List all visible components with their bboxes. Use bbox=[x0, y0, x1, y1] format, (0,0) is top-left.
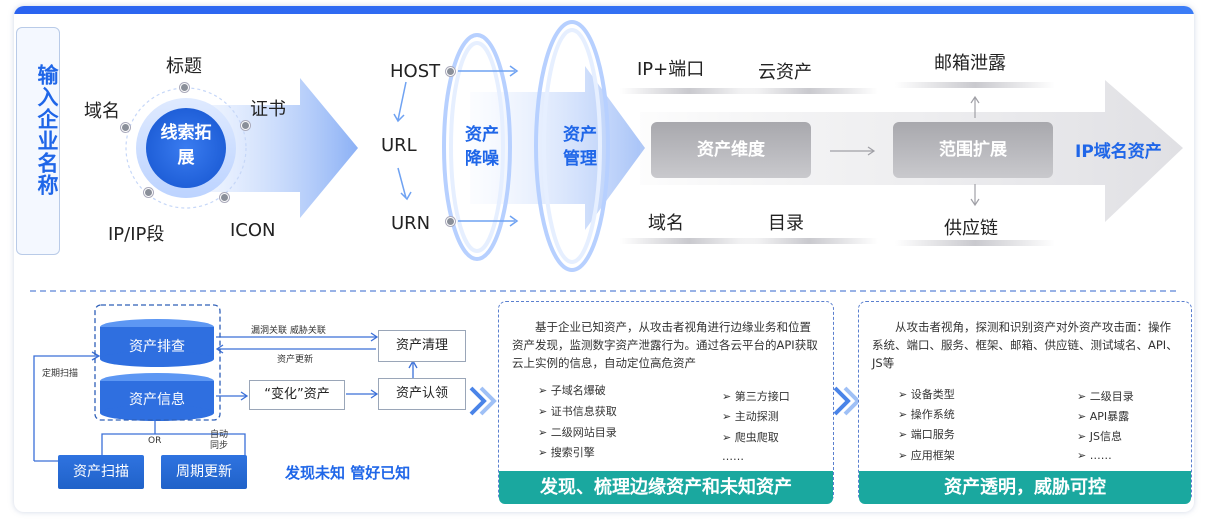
flow-periodic-button: 周期更新 bbox=[161, 455, 247, 489]
noise-host: HOST bbox=[390, 61, 441, 82]
flow-timed-scan: 定期扫描 bbox=[42, 369, 79, 379]
extend-mail: 邮箱泄露 bbox=[934, 53, 1006, 74]
tier-bar bbox=[740, 238, 878, 244]
flow-auto-sync: 自动同步 bbox=[210, 430, 229, 451]
result-label: IP域名资产 bbox=[1075, 142, 1162, 162]
panel-discover-banner: 发现、梳理边缘资产和未知资产 bbox=[499, 471, 833, 504]
panel-transparent-item: ➢ 二级目录 bbox=[1077, 390, 1134, 403]
panel-discover-item: ➢ 子域名爆破 bbox=[538, 384, 606, 397]
dimension-domain: 域名 bbox=[648, 213, 684, 234]
panel-discover-desc: 基于企业已知资产，从攻击者视角进行边缘业务和位置资产发现，监测数字资产泄露行为。… bbox=[512, 320, 818, 370]
flow-scan-button: 资产扫描 bbox=[58, 455, 144, 489]
clue-title: 标题 bbox=[166, 56, 202, 77]
extend-box: 范围扩展 bbox=[893, 122, 1053, 178]
panel-transparent bbox=[858, 301, 1192, 503]
panel-discover-item: …… bbox=[722, 450, 744, 463]
panel-transparent-item: ➢ …… bbox=[1077, 449, 1112, 462]
clue-node-dot bbox=[220, 193, 229, 202]
cylinder-info bbox=[100, 373, 214, 421]
tier-bar bbox=[740, 88, 878, 94]
clue-center-label: 线索拓展 bbox=[160, 123, 212, 168]
manage-ring-inner bbox=[542, 28, 602, 264]
clue-domain: 域名 bbox=[84, 101, 120, 122]
panel-discover-item: ➢ 爬虫爬取 bbox=[722, 431, 779, 444]
flow-vuln-threat: 漏洞关联 威胁关联 bbox=[251, 326, 326, 336]
flow-claim-box: 资产认领 bbox=[378, 378, 466, 410]
noise-ring-inner bbox=[449, 41, 505, 253]
noise-url: URL bbox=[381, 135, 417, 156]
panel-discover-item: ➢ 主动探测 bbox=[722, 410, 779, 423]
noise-node-dot bbox=[446, 67, 455, 76]
clue-ip: IP/IP段 bbox=[108, 224, 165, 245]
clue-cert: 证书 bbox=[250, 99, 286, 120]
noise-node-dot bbox=[446, 217, 455, 226]
panel-discover-item: ➢ 证书信息获取 bbox=[538, 405, 617, 418]
cylinder-check bbox=[100, 319, 214, 367]
dimension-box: 资产维度 bbox=[651, 122, 811, 178]
clue-node-dot bbox=[144, 188, 153, 197]
noise-urn: URN bbox=[391, 213, 431, 234]
noise-ring-outer bbox=[442, 33, 512, 261]
input-company-label: 输入企业名称 bbox=[35, 64, 59, 196]
dimension-cloud: 云资产 bbox=[758, 62, 812, 83]
clue-core bbox=[146, 108, 226, 188]
tier-bar bbox=[620, 88, 758, 94]
manage-label: 资产管理 bbox=[563, 125, 597, 169]
clue-node-dot bbox=[121, 123, 130, 132]
clue-icon: ICON bbox=[230, 220, 276, 241]
flow-or: OR bbox=[148, 436, 162, 446]
flow-change-box: “变化”资产 bbox=[249, 380, 345, 410]
tier-bar bbox=[895, 240, 1055, 246]
flow-clean-box: 资产清理 bbox=[378, 330, 466, 362]
manage-ring-outer bbox=[534, 20, 610, 272]
noise-label: 资产降噪 bbox=[465, 125, 499, 169]
tier-bar bbox=[895, 82, 1055, 88]
panel-transparent-item: ➢ 应用框架 bbox=[898, 449, 955, 462]
panel-discover bbox=[498, 301, 834, 503]
panel-transparent-item: ➢ 操作系统 bbox=[898, 408, 955, 421]
panel-transparent-banner: 资产透明，威胁可控 bbox=[859, 471, 1191, 504]
arrow-manage bbox=[470, 66, 645, 230]
top-accent-bar bbox=[14, 6, 1194, 14]
flow-slogan: 发现未知 管好已知 bbox=[285, 464, 411, 482]
input-company-box: 输入企业名称 bbox=[16, 27, 60, 255]
panel-transparent-item: ➢ API暴露 bbox=[1077, 410, 1130, 423]
flow-check: 资产排查 bbox=[129, 339, 185, 355]
flow-info: 资产信息 bbox=[129, 392, 185, 408]
panel-transparent-item: ➢ JS信息 bbox=[1077, 430, 1122, 443]
panel-transparent-item: ➢ 端口服务 bbox=[898, 428, 955, 441]
tier-bar bbox=[620, 238, 758, 244]
panel-discover-item: ➢ 搜索引擎 bbox=[538, 446, 595, 459]
panel-discover-item: ➢ 二级网站目录 bbox=[538, 426, 617, 439]
clue-node-dot bbox=[241, 121, 250, 130]
dimension-ip-port: IP+端口 bbox=[637, 59, 705, 80]
dimension-dir: 目录 bbox=[768, 213, 804, 234]
cylinder-group-border bbox=[94, 304, 221, 421]
extend-supply: 供应链 bbox=[944, 218, 998, 239]
panel-discover-item: ➢ 第三方接口 bbox=[722, 390, 790, 403]
panel-transparent-item: ➢ 设备类型 bbox=[898, 388, 955, 401]
clue-node-dot bbox=[180, 83, 189, 92]
arrow-clue bbox=[185, 78, 358, 218]
panel-transparent-desc: 从攻击者视角，探测和识别资产对外资产攻击面：操作系统、端口、服务、框架、邮箱、供… bbox=[872, 320, 1178, 370]
flow-asset-update: 资产更新 bbox=[277, 355, 314, 365]
